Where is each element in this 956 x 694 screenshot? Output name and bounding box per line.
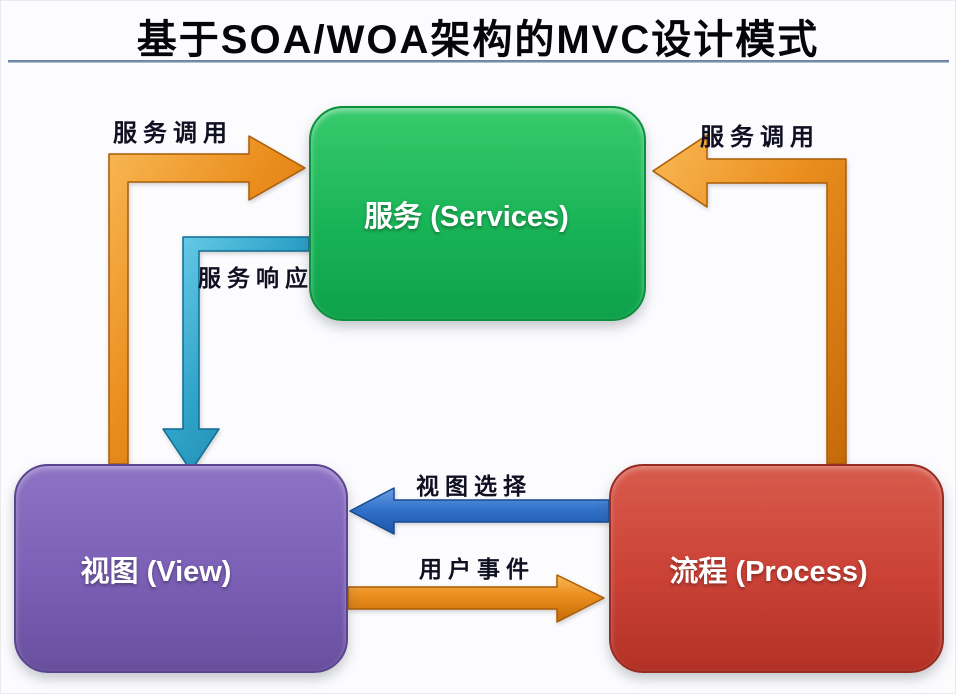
arrow-service-call-left — [108, 135, 306, 465]
node-services-label: 服务 (Services) — [364, 200, 569, 233]
edge-label-service-call-left: 服务调用 — [113, 120, 233, 147]
node-view: 视图 (View) — [14, 464, 348, 673]
arrow-view-selection — [349, 487, 610, 535]
edge-label-service-response: 服务响应 — [198, 265, 314, 291]
node-view-label: 视图 (View) — [80, 555, 232, 588]
edge-label-view-selection: 视图选择 — [416, 473, 532, 499]
arrow-service-call-right — [652, 134, 847, 465]
node-services: 服务 (Services) — [309, 106, 646, 321]
edge-label-service-call-right: 服务调用 — [700, 124, 820, 151]
diagram-title: 基于SOA/WOA架构的MVC设计模式 — [136, 18, 820, 62]
arrow-user-event — [347, 574, 605, 623]
edge-label-user-event: 用户事件 — [419, 556, 535, 582]
arrow-service-response — [162, 236, 310, 472]
node-process-label: 流程 (Process) — [669, 555, 868, 588]
node-process: 流程 (Process) — [609, 464, 944, 673]
title-divider — [8, 60, 949, 63]
